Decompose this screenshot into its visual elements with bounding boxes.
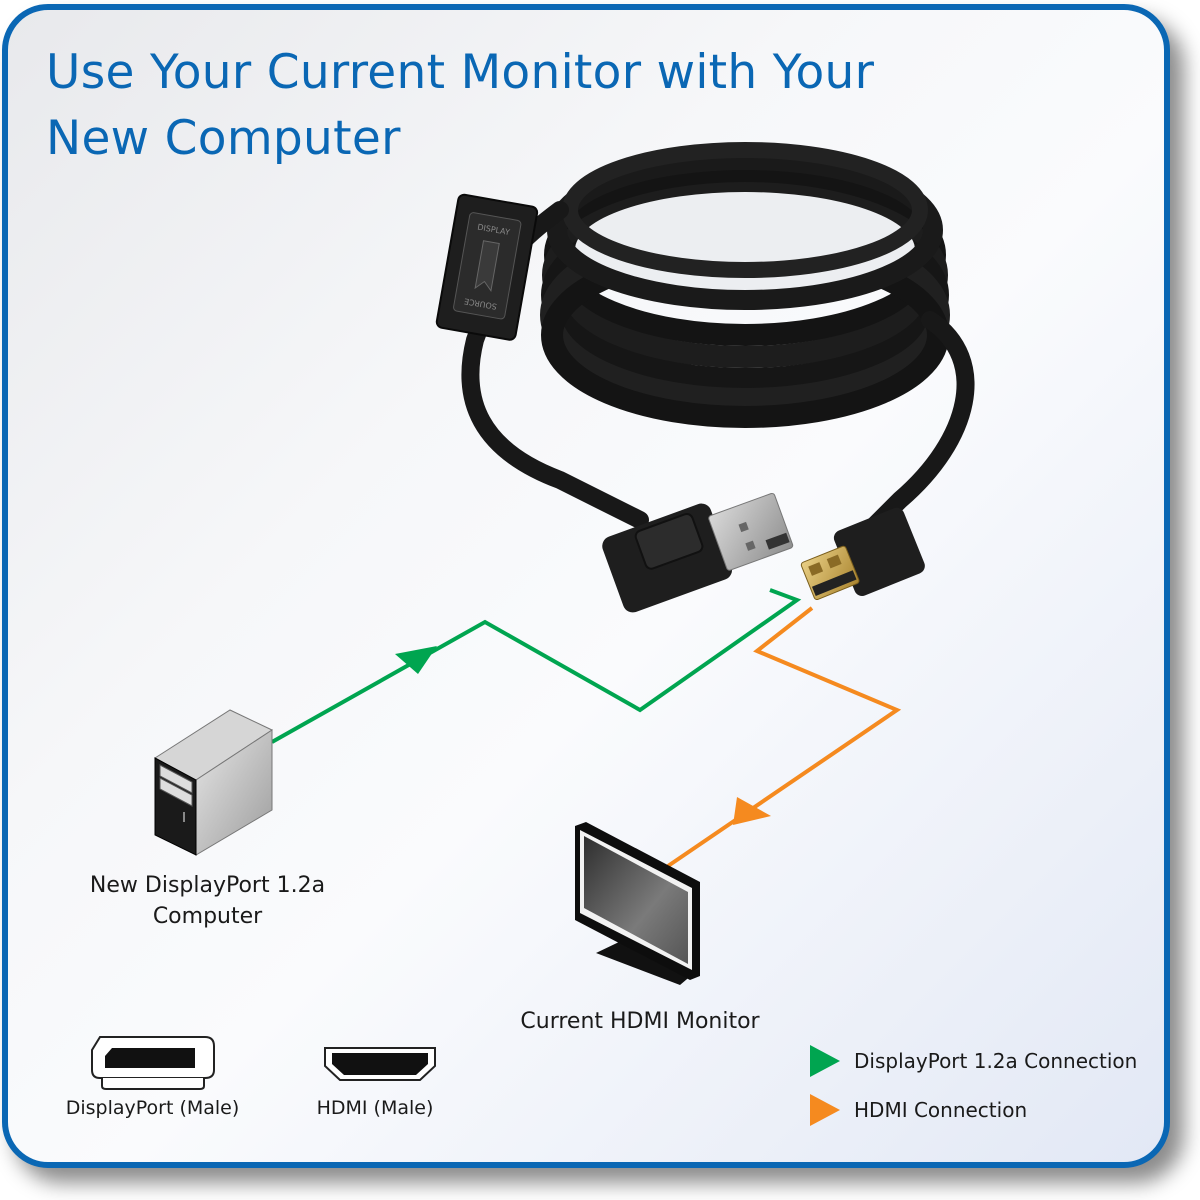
legend-item-displayport: DisplayPort 1.2a Connection <box>810 1045 1137 1077</box>
computer-tower-icon <box>154 709 274 856</box>
legend-label: HDMI Connection <box>854 1098 1028 1122</box>
cable-coil <box>540 142 950 428</box>
title-line-1: Use Your Current Monitor with Your <box>46 45 875 100</box>
page-title: Use Your Current Monitor with Your New C… <box>46 40 874 172</box>
displayport-connection-line <box>271 588 802 744</box>
hdmi-plug <box>800 507 925 601</box>
monitor-label: Current HDMI Monitor <box>520 1009 760 1034</box>
monitor-icon <box>575 822 700 985</box>
displayport-connector-icon <box>91 1036 215 1090</box>
hdmi-connector-label: HDMI (Male) <box>316 1097 434 1119</box>
hdmi-connector-icon <box>324 1047 436 1081</box>
displayport-connector-label: DisplayPort (Male) <box>65 1097 240 1119</box>
hdmi-cable <box>861 311 975 539</box>
hdmi-connection-line <box>666 606 902 868</box>
title-line-2: New Computer <box>46 111 401 166</box>
computer-label-line-1: New DisplayPort 1.2a <box>89 873 326 898</box>
displayport-direction-arrow <box>395 646 437 674</box>
computer-label: New DisplayPort 1.2a Computer <box>60 870 355 932</box>
legend-label: DisplayPort 1.2a Connection <box>854 1049 1138 1073</box>
legend-item-hdmi: HDMI Connection <box>810 1094 1027 1126</box>
hdmi-direction-arrow <box>733 797 771 825</box>
computer-label-line-2: Computer <box>152 904 263 929</box>
green-triangle-icon <box>810 1045 840 1077</box>
displayport-plug <box>602 492 794 613</box>
active-converter-box: DISPLAY SOURCE <box>435 193 539 341</box>
orange-triangle-icon <box>810 1094 840 1126</box>
